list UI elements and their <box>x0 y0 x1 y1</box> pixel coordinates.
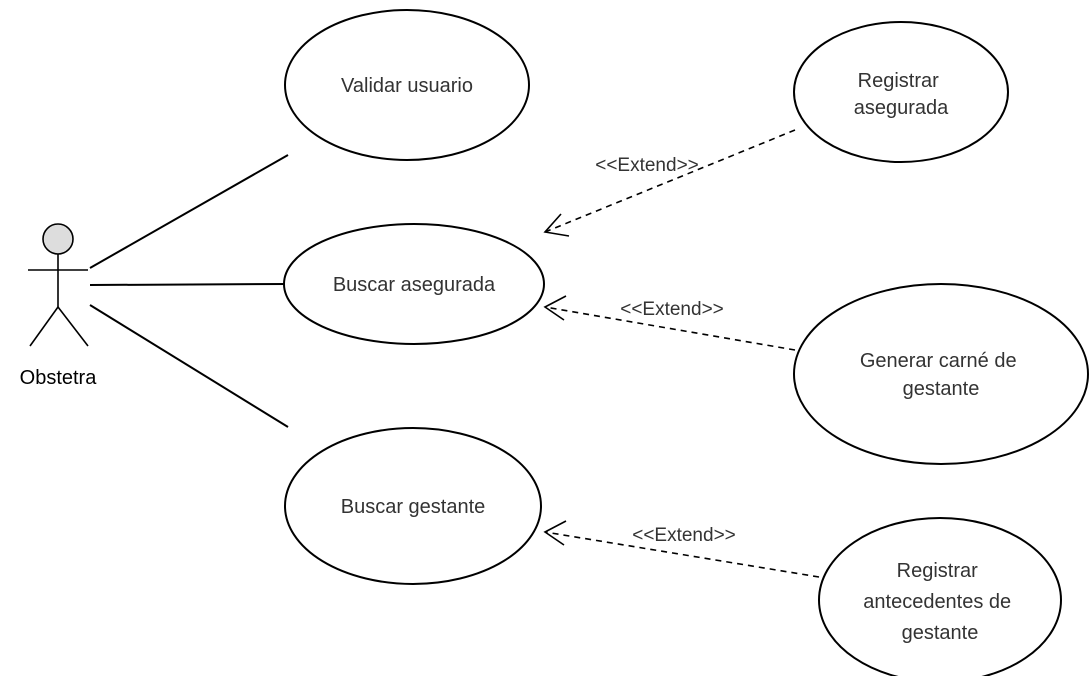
actor-obstetra[interactable]: Obstetra <box>20 223 98 389</box>
use-case-ellipse <box>793 283 1089 465</box>
use-case-validar-usuario[interactable]: Validar usuario <box>284 9 530 161</box>
use-case-ellipse <box>284 427 542 585</box>
arrowhead-icon <box>543 213 570 237</box>
extend-label: <<Extend>> <box>632 525 736 546</box>
use-case-label: Buscar asegurada <box>333 274 496 296</box>
use-case-label-line: Registrar <box>858 70 939 92</box>
use-case-label-line: asegurada <box>854 97 949 119</box>
use-case-ellipse <box>818 517 1062 676</box>
actor-label: Obstetra <box>20 367 98 389</box>
actor-left-leg <box>29 306 59 347</box>
use-case-registrar-antecedentes[interactable]: Registrar antecedentes de gestante <box>818 517 1062 676</box>
association-buscar-asegurada <box>89 283 289 286</box>
use-case-label-line: Buscar asegurada <box>333 274 496 296</box>
use-case-label: Generar carné de gestante <box>860 350 1022 400</box>
use-case-label-line: Buscar gestante <box>341 496 486 518</box>
use-case-ellipse <box>793 21 1009 163</box>
use-case-label-line: gestante <box>902 622 979 644</box>
use-case-label-line: antecedentes de <box>863 591 1011 613</box>
use-case-label: Validar usuario <box>341 75 473 97</box>
use-case-ellipse <box>284 9 530 161</box>
use-case-label-line: Validar usuario <box>341 75 473 97</box>
extend-line <box>544 531 820 578</box>
use-case-label-line: gestante <box>903 378 980 400</box>
use-case-ellipse <box>283 223 545 345</box>
extend-registrar-antecedentes: <<Extend>> <box>543 520 820 578</box>
actor-right-leg <box>57 306 89 347</box>
use-case-buscar-gestante[interactable]: Buscar gestante <box>284 427 542 585</box>
extend-line <box>544 129 796 233</box>
use-case-label-line: Generar carné de <box>860 350 1017 372</box>
association-buscar-gestante <box>89 304 289 428</box>
actor-head <box>42 223 74 255</box>
use-case-generar-carne[interactable]: Generar carné de gestante <box>793 283 1089 465</box>
extend-line <box>544 306 796 351</box>
use-case-label: Buscar gestante <box>341 496 486 518</box>
use-case-buscar-asegurada[interactable]: Buscar asegurada <box>283 223 545 345</box>
extend-label: <<Extend>> <box>620 299 724 320</box>
use-case-label-line: Registrar <box>897 560 978 582</box>
arrowhead-icon <box>543 520 567 546</box>
use-case-label: Registrar antecedentes de gestante <box>863 560 1016 644</box>
use-case-label: Registrar asegurada <box>854 70 949 119</box>
extend-registrar-asegurada: <<Extend>> <box>543 129 796 237</box>
arrowhead-icon <box>543 295 567 321</box>
extend-generar-carne: <<Extend>> <box>543 295 796 351</box>
use-case-registrar-asegurada[interactable]: Registrar asegurada <box>793 21 1009 163</box>
extend-label: <<Extend>> <box>595 155 699 176</box>
association-validar-usuario <box>89 154 289 269</box>
